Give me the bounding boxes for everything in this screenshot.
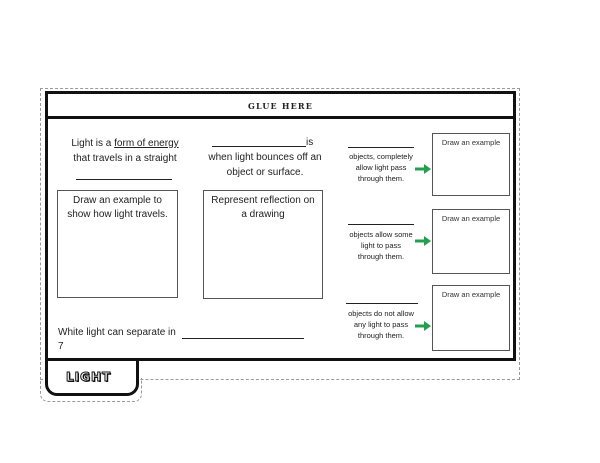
object-type-3-example-box[interactable]: Draw an example bbox=[432, 285, 510, 351]
cut-tab-outline bbox=[40, 378, 142, 402]
arrow-right-icon bbox=[415, 164, 431, 174]
white-light-blank[interactable] bbox=[182, 338, 304, 339]
object-type-3-line1: objects do not allow bbox=[348, 309, 414, 318]
reflection-definition-line2: when light bounces off an bbox=[208, 152, 322, 163]
object-type-2-example-label: Draw an example bbox=[441, 214, 501, 223]
object-type-1-description: objects, completely allow light pass thr… bbox=[344, 151, 418, 184]
object-type-1-line3: through them. bbox=[357, 174, 405, 183]
form-of-energy-term: form of energy bbox=[114, 138, 179, 149]
light-travel-prompt: Draw an example to show how light travel… bbox=[67, 195, 168, 220]
reflection-prompt: Represent reflection on a drawing bbox=[211, 195, 315, 220]
arrow-right-icon bbox=[415, 236, 431, 246]
glue-strip: GLUE HERE bbox=[45, 91, 516, 117]
object-type-2-line1: objects allow some bbox=[349, 230, 413, 239]
object-type-2-line2: light to pass bbox=[360, 241, 402, 250]
object-type-3-blank[interactable] bbox=[346, 303, 418, 304]
reflection-definition-line3: object or surface. bbox=[226, 167, 304, 178]
object-type-1-line2: allow light pass bbox=[355, 163, 407, 172]
object-type-1-example-box[interactable]: Draw an example bbox=[432, 133, 510, 196]
light-definition-blank[interactable] bbox=[76, 179, 172, 180]
object-type-1-line1: objects, completely bbox=[349, 152, 413, 161]
glue-here-label: GLUE HERE bbox=[247, 100, 314, 111]
object-type-2-description: objects allow some light to pass through… bbox=[344, 229, 418, 262]
light-definition-line1: Light is a form of energy bbox=[60, 137, 190, 151]
light-tab-label: LIGHT bbox=[65, 370, 112, 385]
light-tab: LIGHT bbox=[45, 358, 139, 396]
light-definition-prefix: Light is a bbox=[71, 138, 115, 149]
object-type-3-example-label: Draw an example bbox=[441, 290, 501, 299]
object-type-2-example-box[interactable]: Draw an example bbox=[432, 209, 510, 274]
object-type-3-line2: any light to pass bbox=[353, 320, 409, 329]
object-type-2-blank[interactable] bbox=[348, 224, 414, 225]
object-type-3-description: objects do not allow any light to pass t… bbox=[342, 308, 420, 341]
light-definition-line2: that travels in a straight bbox=[73, 153, 177, 164]
reflection-term-blank[interactable] bbox=[212, 146, 306, 147]
object-type-3-line3: through them. bbox=[357, 331, 405, 340]
worksheet-panel bbox=[45, 116, 516, 361]
reflection-drawing-box[interactable]: Represent reflection on a drawing bbox=[203, 190, 323, 299]
arrow-right-icon bbox=[415, 321, 431, 331]
object-type-1-example-label: Draw an example bbox=[441, 138, 501, 147]
light-travel-drawing-box[interactable]: Draw an example to show how light travel… bbox=[57, 190, 178, 298]
reflection-is-label: is bbox=[306, 137, 314, 148]
object-type-2-line3: through them. bbox=[357, 252, 405, 261]
object-type-1-blank[interactable] bbox=[348, 147, 414, 148]
cut-outline bbox=[40, 88, 520, 380]
white-light-text: White light can separate in 7 bbox=[58, 327, 176, 352]
